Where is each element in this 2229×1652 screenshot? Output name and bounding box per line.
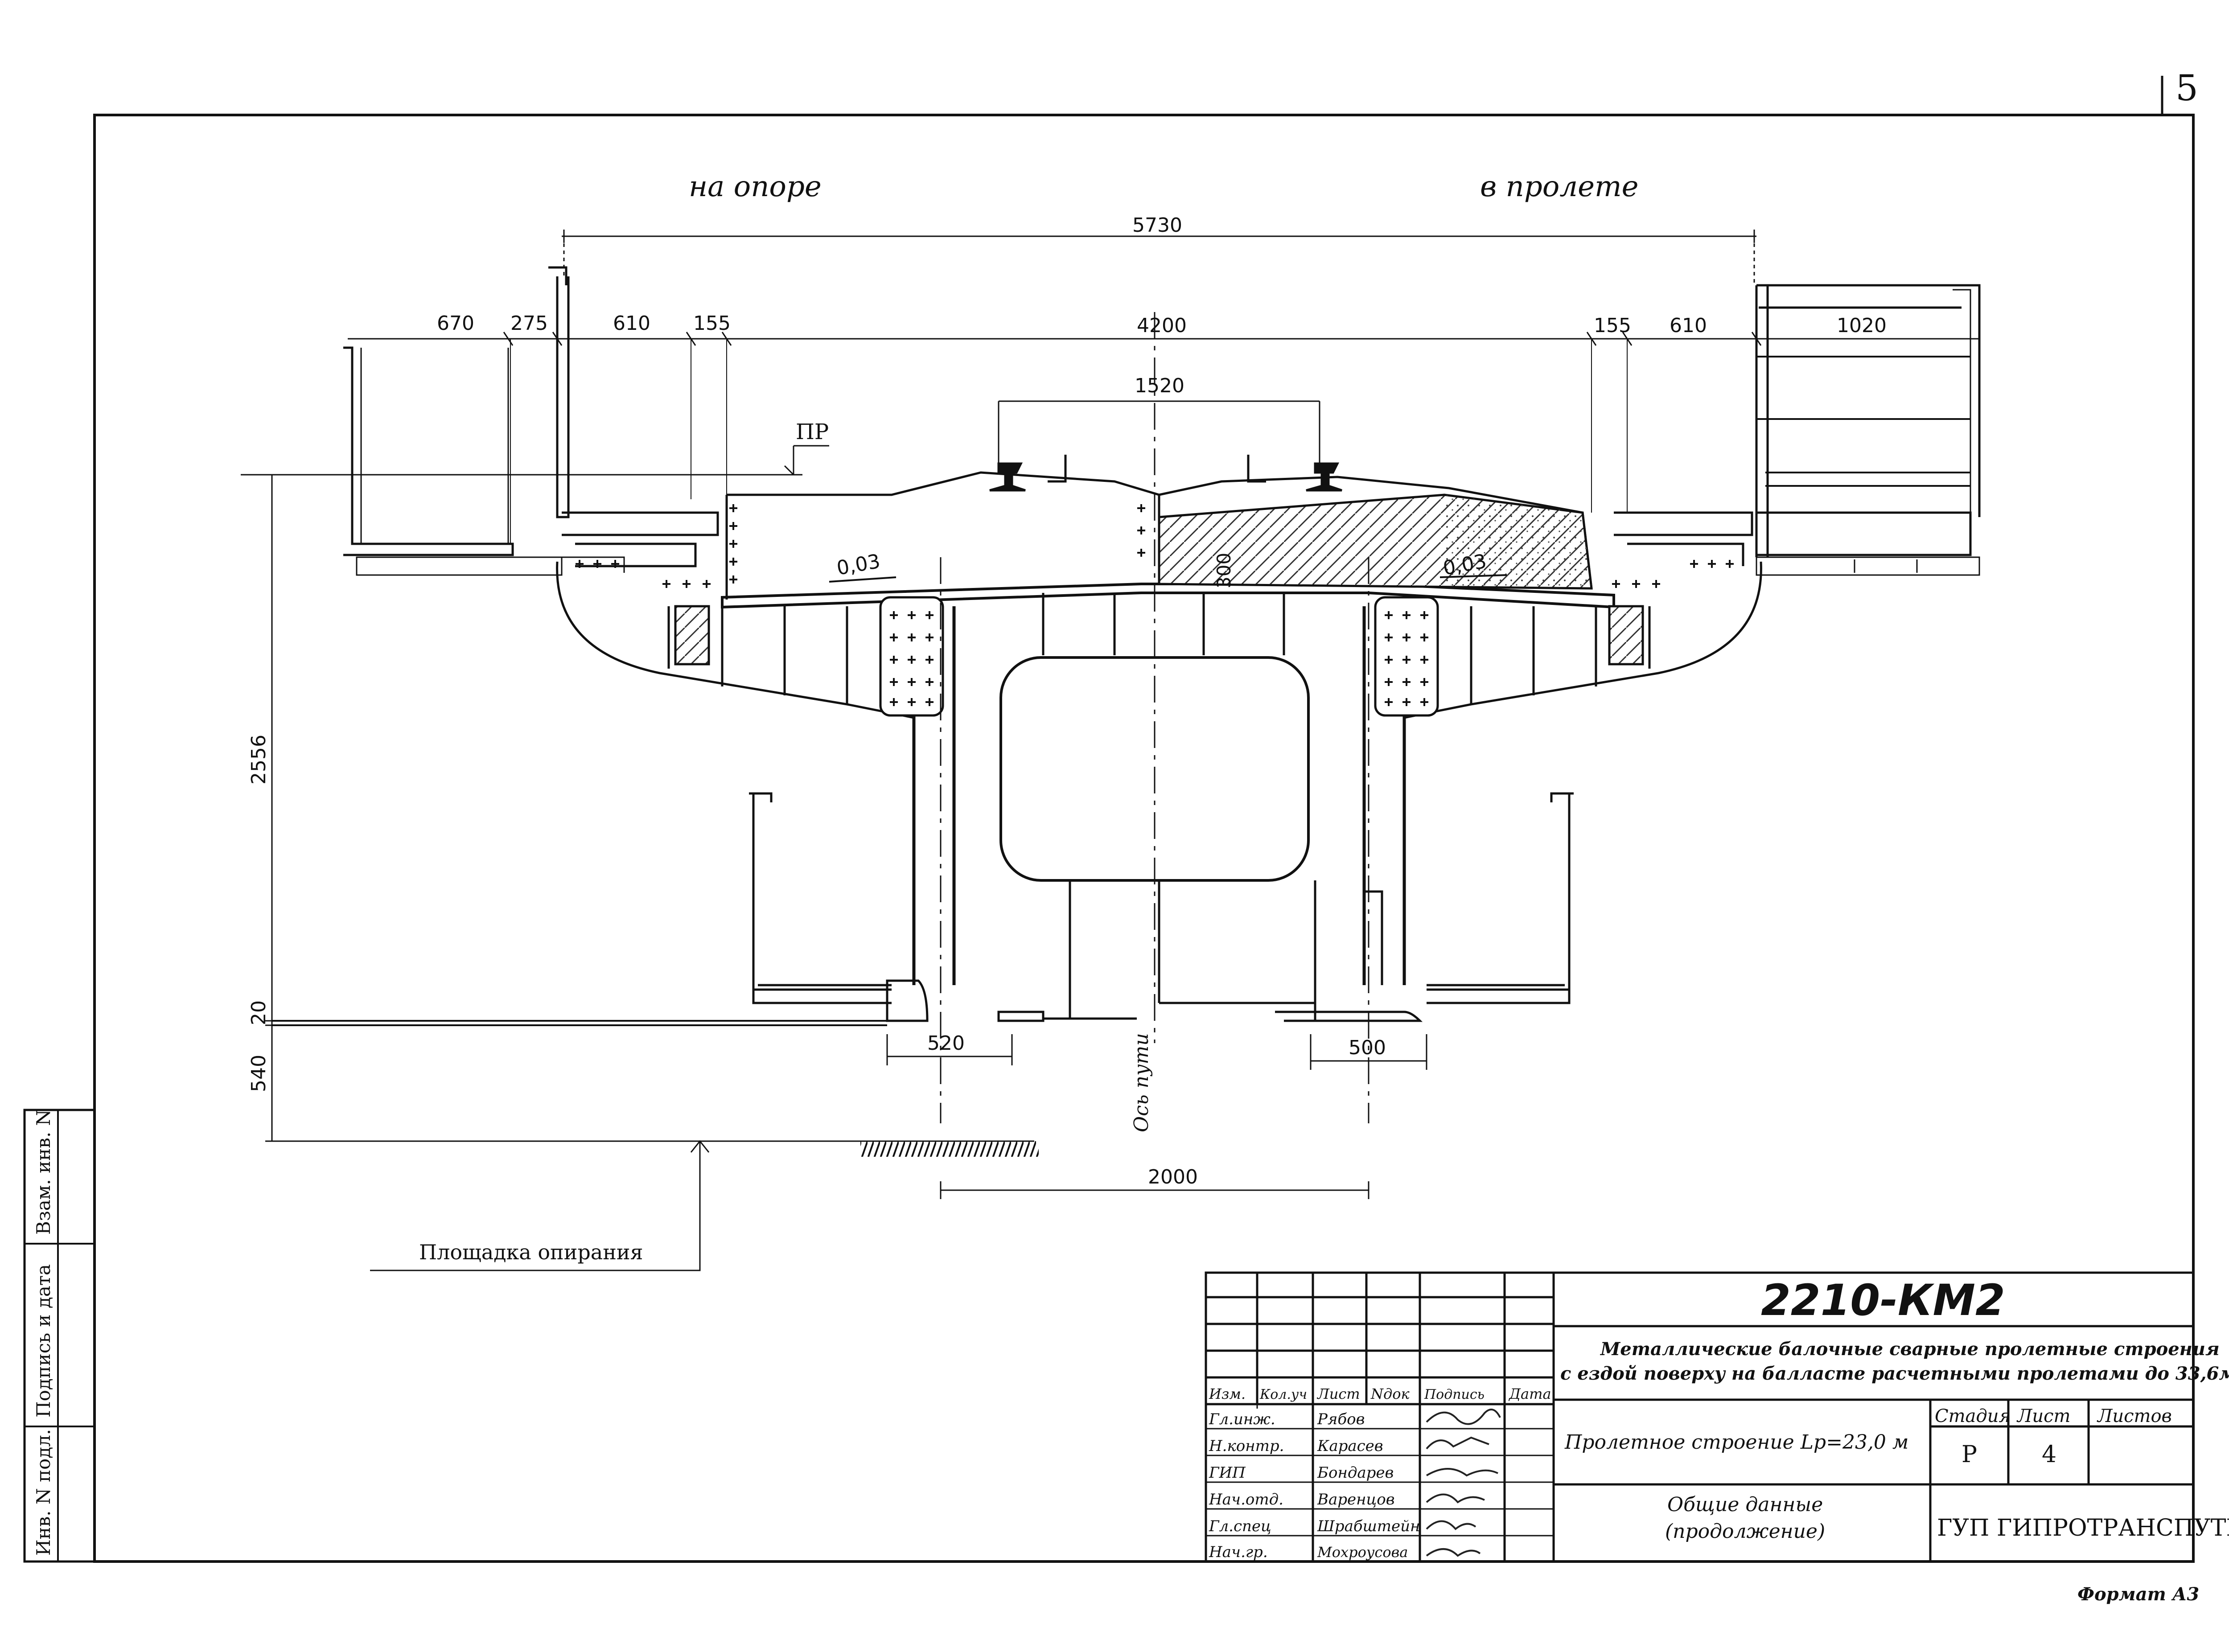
drawing-code: 2210-КМ2 (1761, 1275, 2005, 1325)
sheet-header: Лист (2016, 1406, 2070, 1426)
dim-275: 275 (510, 312, 548, 335)
dim-610-left: 610 (613, 312, 650, 335)
dim-2556: 2556 (247, 735, 270, 785)
sheet-name-line-1: Общие данные (1667, 1493, 1823, 1516)
dim-155-left: 155 (693, 312, 731, 335)
name-2: Бондарев (1317, 1464, 1394, 1482)
dim-520: 520 (927, 1032, 965, 1055)
hdr-podpis: Подпись (1424, 1387, 1485, 1402)
sheet-value: 4 (2042, 1441, 2056, 1468)
slope-left: 0,03 (835, 550, 882, 580)
track-axis-label: Ось пути (1130, 1033, 1153, 1132)
dim-670: 670 (437, 312, 474, 335)
superstructure (272, 266, 1981, 1123)
handwritten-signatures (1426, 1409, 1501, 1557)
role-5: Нач.гр. (1209, 1543, 1268, 1561)
dim-155-right: 155 (1594, 314, 1631, 337)
role-4: Гл.спец (1209, 1517, 1271, 1535)
hdr-izm: Изм. (1209, 1385, 1246, 1402)
dim-1520: 1520 (1135, 374, 1184, 397)
side-stamp-podpis: Подпись и дата (33, 1264, 54, 1418)
stage-value: Р (1962, 1441, 1977, 1468)
dim-20: 20 (247, 1000, 270, 1025)
dim-2000: 2000 (1148, 1166, 1198, 1188)
hdr-list: Лист (1316, 1385, 1360, 1402)
title-block (1205, 1271, 2195, 1563)
sheets-header: Листов (2097, 1406, 2172, 1426)
dim-5730: 5730 (1132, 214, 1182, 237)
name-5: Мохроусова (1317, 1544, 1408, 1561)
role-2: ГИП (1209, 1464, 1246, 1482)
dim-610-right: 610 (1670, 314, 1707, 337)
dim-540: 540 (247, 1055, 270, 1092)
title-block-text: 2210-КМ2 Металлические балочные сварные … (1209, 1275, 2229, 1561)
side-stamp-inv-podl: Инв. N подл. (33, 1429, 54, 1556)
title-line-1: Металлические балочные сварные пролетные… (1600, 1339, 2220, 1360)
object-name: Пролетное строение Lр=23,0 м (1564, 1431, 1908, 1454)
dim-1020: 1020 (1837, 314, 1887, 337)
title-line-2: с ездой поверху на балласте расчетными п… (1560, 1363, 2229, 1384)
side-stamp: Взам. инв. N Подпись и дата Инв. N подл. (23, 1109, 96, 1563)
ballast-depth: 300 (1213, 553, 1235, 588)
organization: ГУП ГИПРОТРАНСПУТЬ (1937, 1515, 2229, 1541)
dim-4200: 4200 (1137, 314, 1187, 337)
section-label-support: на опоре (689, 170, 822, 203)
stage-header: Стадия (1935, 1406, 2011, 1426)
format-label: Формат А3 (2077, 1584, 2199, 1605)
hdr-ndok: Nдок (1370, 1385, 1410, 1402)
dimension-lines (241, 230, 1979, 1271)
sheet-name-line-2: (продолжение) (1665, 1520, 1825, 1543)
role-1: Н.контр. (1209, 1437, 1284, 1455)
role-0: Гл.инж. (1209, 1410, 1275, 1428)
role-3: Нач.отд. (1209, 1491, 1283, 1508)
dim-500: 500 (1349, 1036, 1386, 1059)
name-4: Шрабштейн (1317, 1517, 1420, 1535)
side-stamp-vzam: Взам. инв. N (33, 1110, 54, 1235)
name-3: Варенцов (1317, 1491, 1395, 1508)
name-1: Карасев (1317, 1437, 1383, 1455)
page-number: 5 (2176, 67, 2198, 109)
name-0: Рябов (1317, 1410, 1365, 1428)
section-label-span: в пролете (1480, 170, 1639, 203)
hdr-data: Дата (1508, 1385, 1551, 1402)
hdr-kol: Кол.уч (1259, 1387, 1307, 1402)
pr-mark: ПР (796, 419, 829, 444)
ground-hatch (860, 1141, 1039, 1157)
support-pad-callout: Площадка опирания (419, 1240, 643, 1264)
